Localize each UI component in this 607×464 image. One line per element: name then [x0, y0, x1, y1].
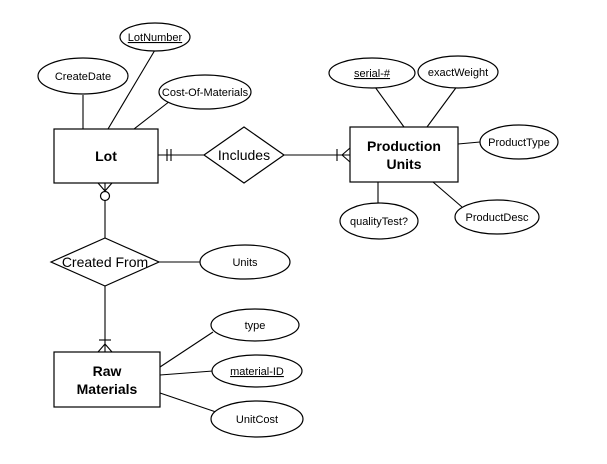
relationship-created-from[interactable]: Created From — [49, 237, 161, 287]
entity-production-units-label-line2: Units — [387, 156, 422, 172]
attribute-serial-label: serial-# — [354, 68, 391, 80]
attribute-productdesc-label: ProductDesc — [466, 212, 529, 224]
attribute-unitcost-label: UnitCost — [236, 414, 278, 426]
attribute-lotnumber-label: LotNumber — [128, 32, 183, 44]
attribute-units-label: Units — [232, 257, 258, 269]
attribute-cost-of-materials[interactable]: Cost-Of-Materials — [158, 74, 252, 110]
entity-lot-label: Lot — [95, 148, 117, 164]
attribute-productdesc[interactable]: ProductDesc — [454, 199, 540, 235]
attribute-qualitytest[interactable]: qualityTest? — [339, 202, 419, 240]
entity-raw-materials-label-line2: Materials — [77, 381, 138, 397]
connectors — [82, 49, 481, 413]
attribute-type-label: type — [245, 320, 266, 332]
attribute-qualitytest-label: qualityTest? — [350, 216, 408, 228]
entity-raw-materials-label-line1: Raw — [93, 363, 122, 379]
entity-production-units-label-line1: Production — [367, 138, 441, 154]
attribute-producttype-label: ProductType — [488, 137, 550, 149]
attribute-exactweight[interactable]: exactWeight — [417, 55, 499, 89]
entity-production-units[interactable]: Production Units — [349, 126, 459, 183]
relationship-includes[interactable]: Includes — [202, 126, 286, 184]
relationship-created-from-label: Created From — [62, 254, 148, 270]
attribute-material-id[interactable]: material-ID — [211, 354, 303, 388]
entity-lot[interactable]: Lot — [53, 128, 159, 184]
attribute-units[interactable]: Units — [199, 244, 291, 280]
attribute-createdate[interactable]: CreateDate — [37, 57, 129, 95]
attribute-producttype[interactable]: ProductType — [479, 124, 559, 160]
attribute-cost-of-materials-label: Cost-Of-Materials — [162, 87, 249, 99]
attribute-serial[interactable]: serial-# — [328, 57, 416, 89]
entity-raw-materials[interactable]: Raw Materials — [53, 351, 161, 408]
attribute-exactweight-label: exactWeight — [428, 67, 488, 79]
attribute-createdate-label: CreateDate — [55, 71, 111, 83]
attribute-lotnumber[interactable]: LotNumber — [119, 22, 191, 52]
relationship-includes-label: Includes — [218, 147, 270, 163]
attribute-material-id-label: material-ID — [230, 366, 284, 378]
attribute-unitcost[interactable]: UnitCost — [210, 400, 304, 438]
attribute-type[interactable]: type — [210, 308, 300, 342]
